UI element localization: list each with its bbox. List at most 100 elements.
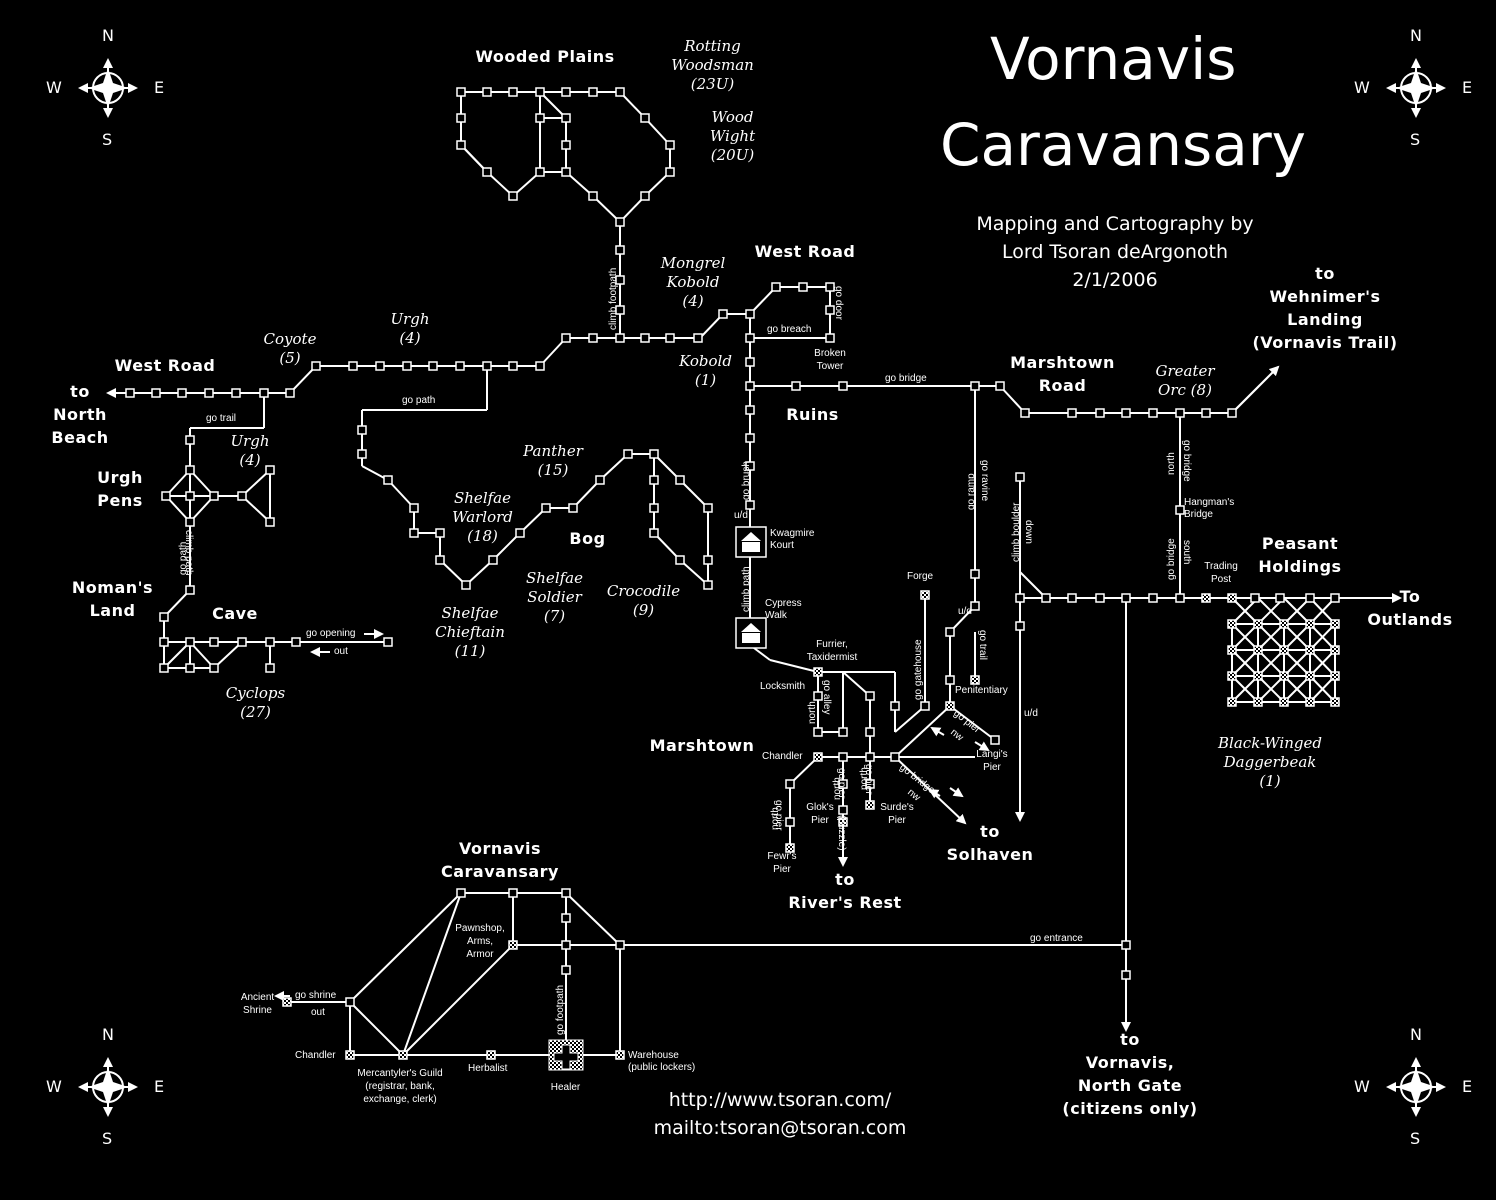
room-node xyxy=(1148,593,1158,603)
shop-node xyxy=(1330,645,1340,655)
region-peasant-holdings: Peasant Holdings xyxy=(1240,532,1360,578)
room-node xyxy=(237,491,247,501)
path-label-go_pier_glok: go pier xyxy=(836,768,847,799)
room-node xyxy=(1227,408,1237,418)
room-node xyxy=(970,381,980,391)
room-node xyxy=(615,305,625,315)
region-cave: Cave xyxy=(212,604,258,623)
path-label-go_pier_fewr: go pier xyxy=(773,800,784,831)
place-merc: Mercantyler's Guild(registrar, bank,exch… xyxy=(357,1068,443,1105)
room-node xyxy=(693,333,703,343)
room-node xyxy=(231,388,241,398)
room-node xyxy=(508,87,518,97)
place-forge: Forge xyxy=(907,571,934,582)
shop-node xyxy=(398,1050,408,1060)
path-segment xyxy=(894,705,951,758)
room-node xyxy=(615,87,625,97)
room-node xyxy=(640,191,650,201)
room-node xyxy=(1121,940,1131,950)
room-node xyxy=(970,601,980,611)
urgh-pens-line1: Urgh xyxy=(97,468,143,487)
email-link[interactable]: mailto:tsoran@tsoran.com xyxy=(653,1117,907,1139)
room-nodes xyxy=(125,87,1340,1071)
to-label: to xyxy=(1315,264,1335,283)
footer-links: http://www.tsoran.com/ mailto:tsoran@tso… xyxy=(630,1086,930,1142)
room-node xyxy=(745,500,755,510)
room-node xyxy=(185,637,195,647)
path-segment xyxy=(894,705,926,733)
path-segment xyxy=(1231,365,1280,414)
shop-node xyxy=(1253,671,1263,681)
room-node xyxy=(177,388,187,398)
path-label-go_trail_w: go trail xyxy=(206,413,237,424)
shop-node xyxy=(1253,619,1263,629)
path-segment xyxy=(769,659,819,673)
building-icon xyxy=(735,526,767,558)
room-node xyxy=(825,305,835,315)
room-node xyxy=(151,388,161,398)
path-segment xyxy=(349,1001,404,1056)
credit-line: Mapping and Cartography by xyxy=(976,213,1254,235)
room-node xyxy=(409,503,419,513)
gate-line3: (citizens only) xyxy=(1062,1099,1198,1118)
shop-node xyxy=(1227,697,1237,707)
compass-n-label: N xyxy=(1410,1025,1422,1044)
path-label-climb_footpath: climb footpath xyxy=(608,267,619,330)
room-node xyxy=(838,752,848,762)
room-node xyxy=(204,388,214,398)
room-node xyxy=(1095,593,1105,603)
room-node xyxy=(615,333,625,343)
room-node xyxy=(1250,593,1260,603)
path-label-go_alley: go alley xyxy=(821,680,832,715)
path-label-south_hb: south xyxy=(1181,540,1192,565)
website-link[interactable]: http://www.tsoran.com/ xyxy=(668,1089,892,1111)
room-node xyxy=(838,727,848,737)
shop-node xyxy=(1253,645,1263,655)
room-node xyxy=(1175,408,1185,418)
monster-cyclops: Cyclops(27) xyxy=(225,684,286,721)
room-node xyxy=(311,361,321,371)
room-node xyxy=(535,361,545,371)
place-chandler_vc: Chandler xyxy=(295,1050,336,1061)
room-node xyxy=(1275,593,1285,603)
room-node xyxy=(1175,593,1185,603)
path-label-north_alley: north xyxy=(807,701,818,724)
room-node xyxy=(568,503,578,513)
shop-node xyxy=(615,1050,625,1060)
path-segment xyxy=(949,787,964,798)
room-node xyxy=(461,580,471,590)
path-segment xyxy=(949,705,996,741)
credit-author: Lord Tsoran deArgonoth xyxy=(1001,241,1229,263)
room-node xyxy=(1121,593,1131,603)
shop-node xyxy=(1330,697,1340,707)
room-node xyxy=(482,87,492,97)
wehnimer-line1: Wehnimer's xyxy=(1269,287,1381,306)
shop-node xyxy=(1227,619,1237,629)
shop-node xyxy=(920,590,930,600)
shop-node xyxy=(1201,593,1211,603)
path-label-go_door: go door xyxy=(833,286,844,320)
region-solhaven: to Solhaven xyxy=(925,820,1055,866)
room-node xyxy=(456,888,466,898)
room-node xyxy=(1148,408,1158,418)
room-node xyxy=(595,475,605,485)
peasant-line2: Holdings xyxy=(1258,557,1342,576)
room-node xyxy=(455,361,465,371)
path-segment xyxy=(930,726,945,737)
room-node xyxy=(1121,970,1131,980)
room-node xyxy=(838,381,848,391)
room-node xyxy=(1067,408,1077,418)
room-node xyxy=(865,691,875,701)
room-node xyxy=(535,113,545,123)
room-node xyxy=(615,275,625,285)
caravansary-line2: Caravansary xyxy=(441,862,559,881)
shop-node xyxy=(1279,697,1289,707)
room-node xyxy=(185,585,195,595)
room-node xyxy=(745,357,755,367)
region-outlands: To Outlands xyxy=(1360,585,1460,631)
place-pawnshop: Pawnshop,Arms,Armor xyxy=(455,923,505,960)
